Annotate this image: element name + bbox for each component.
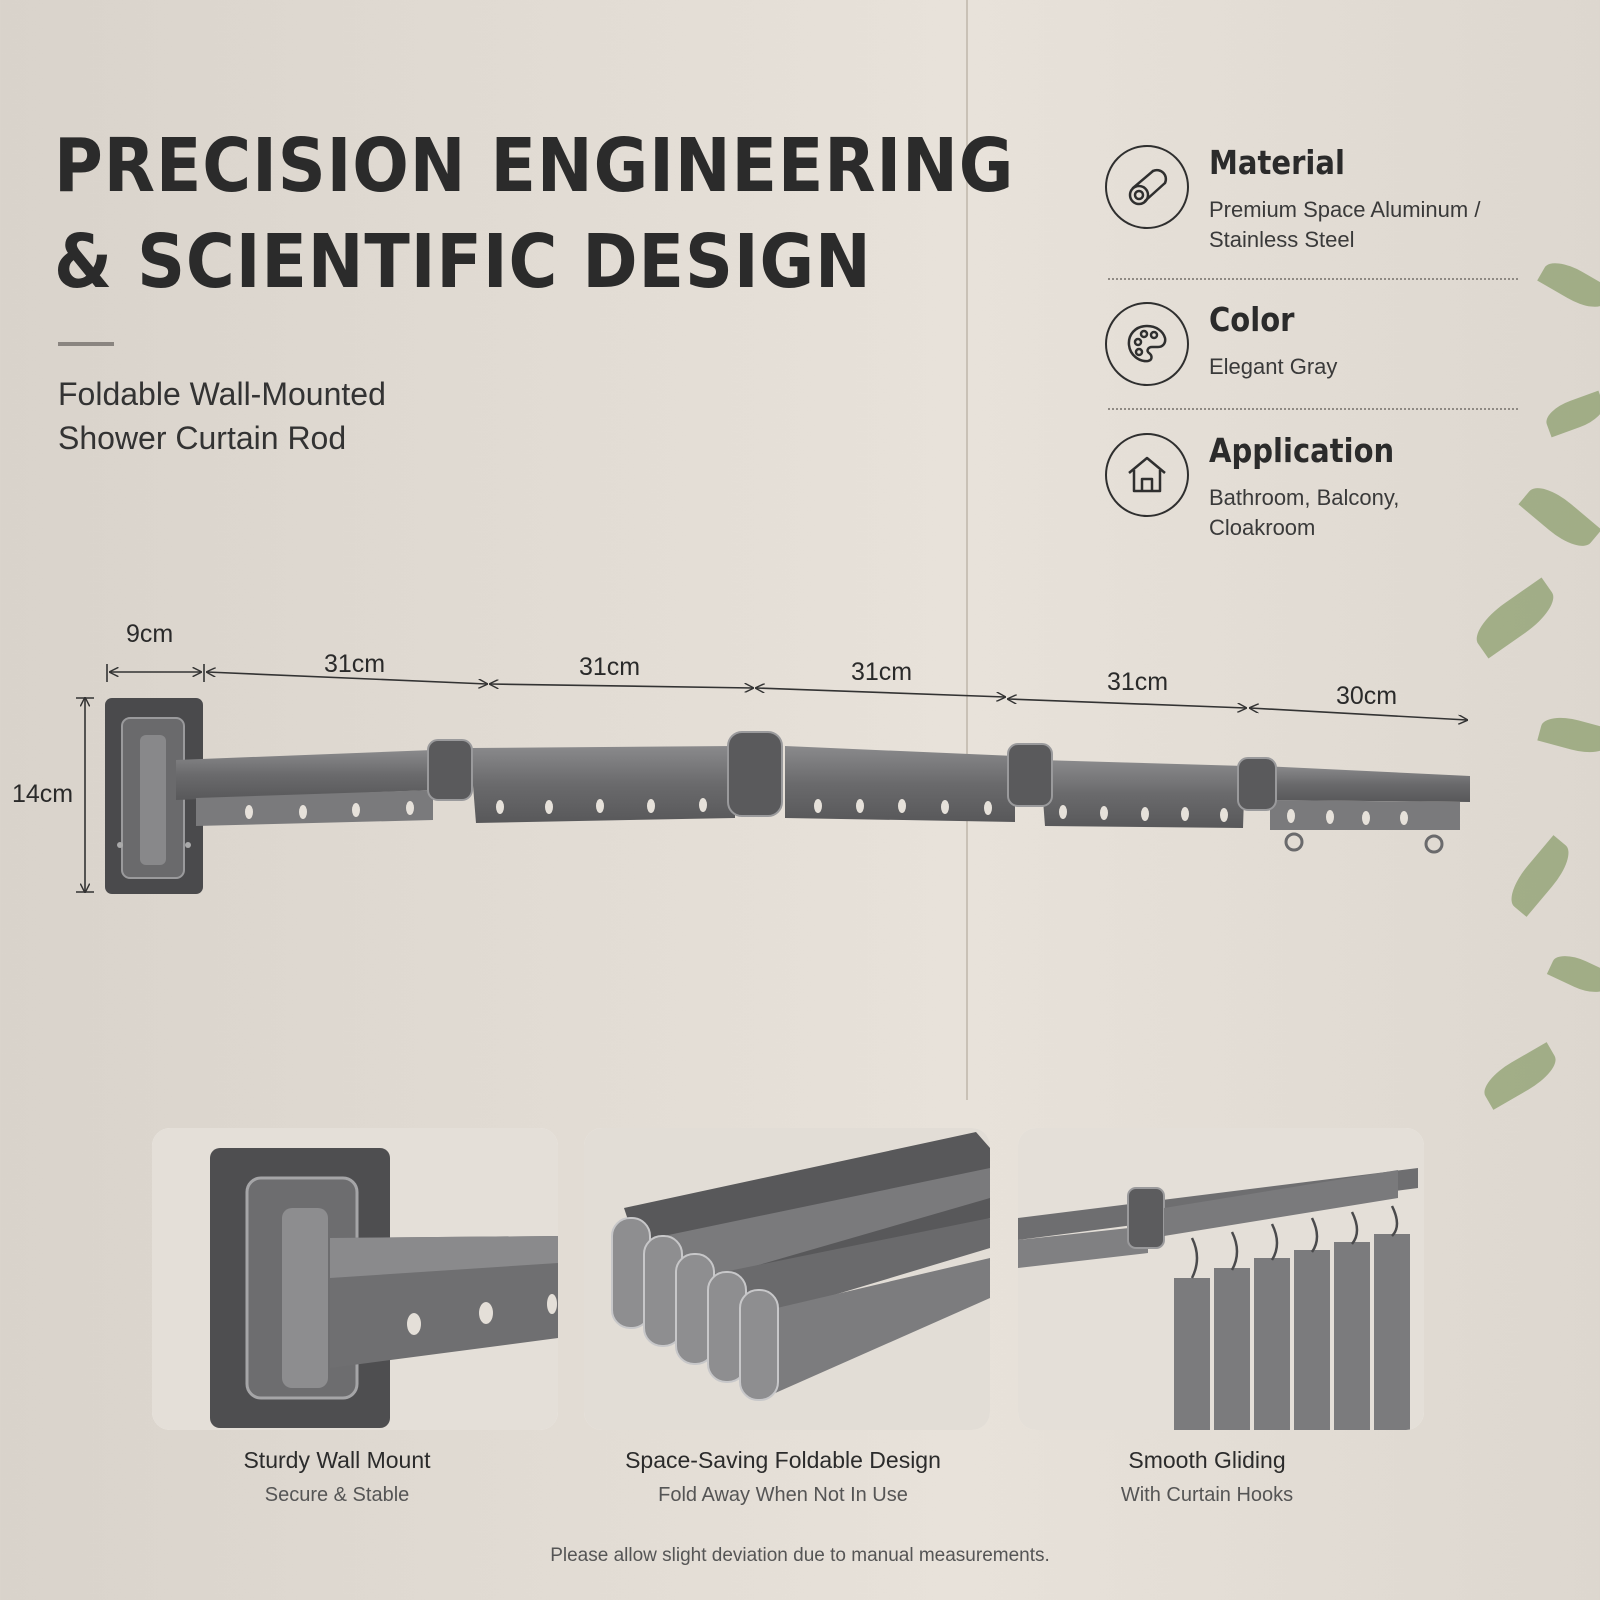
caption-wall-mount: Sturdy Wall Mount Secure & Stable [134, 1447, 540, 1507]
dimension-segment-5: 30cm [1336, 682, 1398, 710]
dimension-segment-3: 31cm [851, 658, 913, 686]
caption-title: Space-Saving Foldable Design [625, 1447, 941, 1473]
rod-segment-4 [1040, 760, 1245, 828]
hinge-2 [727, 731, 783, 817]
spec-value-line: Elegant Gray [1209, 354, 1338, 379]
rod-segment-5 [1262, 766, 1470, 802]
caption-title: Sturdy Wall Mount [243, 1447, 431, 1473]
spec-value: Bathroom, Balcony, Cloakroom [1209, 483, 1399, 543]
hinge-1 [427, 739, 473, 801]
spec-value-line: Bathroom, Balcony, [1209, 485, 1400, 510]
caption-foldable: Space-Saving Foldable Design Fold Away W… [580, 1447, 986, 1507]
spec-value: Premium Space Aluminum / Stainless Steel [1209, 195, 1480, 255]
dimension-segment-2: 31cm [579, 653, 641, 681]
rod-segment-3 [785, 746, 1015, 822]
detail-image-curtain-hooks [1018, 1128, 1424, 1430]
detail-image-folded-rod [584, 1128, 990, 1430]
spec-divider [1108, 408, 1518, 410]
rod-segment-2 [470, 746, 735, 823]
dimension-segment-4: 31cm [1107, 668, 1169, 696]
headline-line-2: & SCIENTIFIC DESIGN [54, 219, 872, 305]
detail-image-wall-mount [152, 1128, 558, 1430]
spec-divider [1108, 278, 1518, 280]
subtitle-line-2: Shower Curtain Rod [58, 420, 347, 456]
house-icon [1105, 433, 1189, 517]
hinge-4 [1237, 757, 1277, 811]
headline-line-1: PRECISION ENGINEERING [54, 123, 1015, 209]
wall-corner-seam [966, 0, 968, 1100]
spec-value-line: Stainless Steel [1209, 227, 1355, 252]
palette-icon [1105, 302, 1189, 386]
aluminum-tube-icon [1105, 145, 1189, 229]
spec-value: Elegant Gray [1209, 352, 1337, 382]
caption-gliding: Smooth Gliding With Curtain Hooks [1004, 1447, 1410, 1507]
rod-segment-1 [176, 750, 433, 800]
spec-label: Color [1209, 300, 1295, 339]
spec-label: Material [1209, 143, 1345, 182]
caption-subtitle: Secure & Stable [264, 1484, 410, 1506]
measurement-disclaimer: Please allow slight deviation due to man… [550, 1545, 1050, 1566]
title-divider [58, 342, 114, 346]
dimension-mount-width: 9cm [126, 620, 174, 648]
hinge-3 [1007, 743, 1053, 807]
rod-illustration: 9cm 14cm 31cm 31cm 31cm 31cm 30cm [0, 620, 1600, 920]
spec-value-line: Cloakroom [1209, 515, 1316, 540]
dimension-segment-1: 31cm [324, 650, 386, 678]
caption-title: Smooth Gliding [1128, 1447, 1286, 1473]
subtitle: Foldable Wall-Mounted Shower Curtain Rod [58, 372, 386, 460]
subtitle-line-1: Foldable Wall-Mounted [58, 376, 386, 412]
spec-label: Application [1209, 431, 1395, 470]
spec-value-line: Premium Space Aluminum / [1209, 197, 1481, 222]
caption-subtitle: With Curtain Hooks [1120, 1484, 1294, 1506]
caption-subtitle: Fold Away When Not In Use [658, 1484, 908, 1506]
dimension-mount-height: 14cm [12, 780, 74, 808]
headline: PRECISION ENGINEERING & SCIENTIFIC DESIG… [54, 118, 1014, 310]
